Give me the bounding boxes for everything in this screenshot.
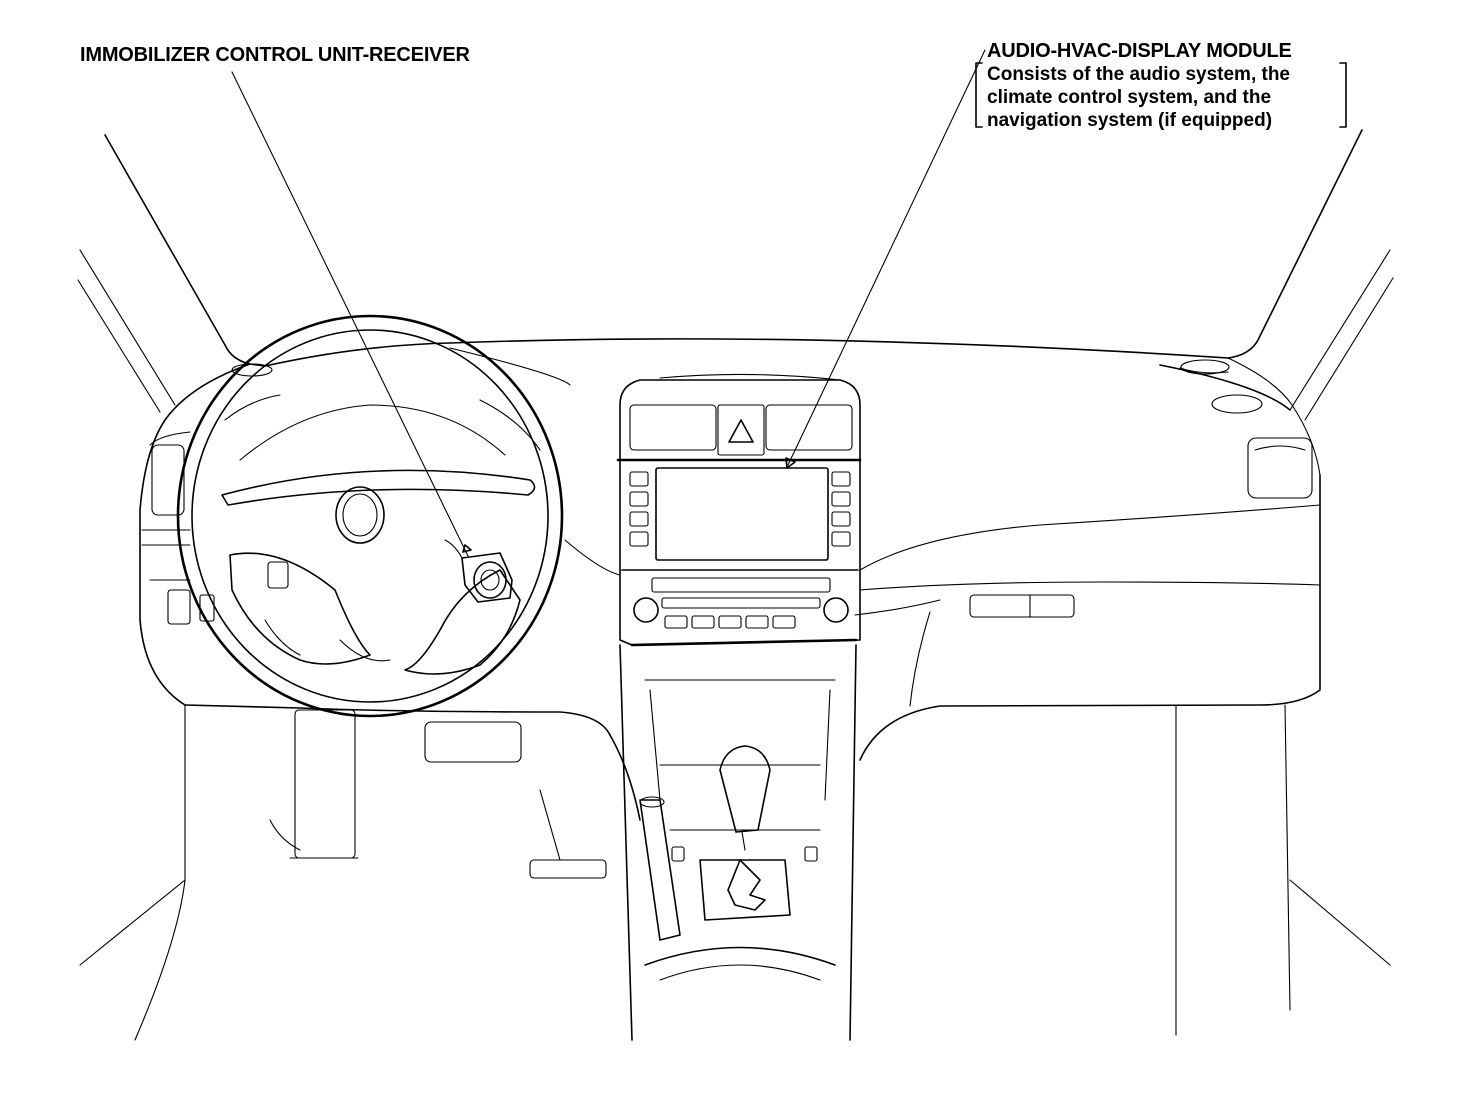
center-stack (616, 373, 862, 647)
audio-module-description-line: climate control system, and the (987, 87, 1272, 108)
audio-module-callout-description: Consists of the audio system, the climat… (987, 63, 1290, 132)
audio-module-callout-title: AUDIO-HVAC-DISPLAY MODULE (987, 40, 1292, 62)
dash-trim (564, 437, 1321, 1036)
immobilizer-unit (444, 539, 513, 603)
immobilizer-callout-title: IMMOBILIZER CONTROL UNIT-RECEIVER (80, 44, 470, 66)
left-dash-panel (139, 363, 611, 736)
dashboard-top (231, 338, 1321, 476)
pedals-and-floor (79, 704, 1391, 1041)
right-a-pillar (1227, 129, 1394, 421)
steering-wheel (176, 314, 564, 718)
center-console (619, 644, 857, 1041)
leader-lines (231, 49, 1347, 557)
audio-module-description-line: Consists of the audio system, the (987, 64, 1290, 85)
audio-module-description-line: navigation system (if equipped) (987, 110, 1273, 131)
